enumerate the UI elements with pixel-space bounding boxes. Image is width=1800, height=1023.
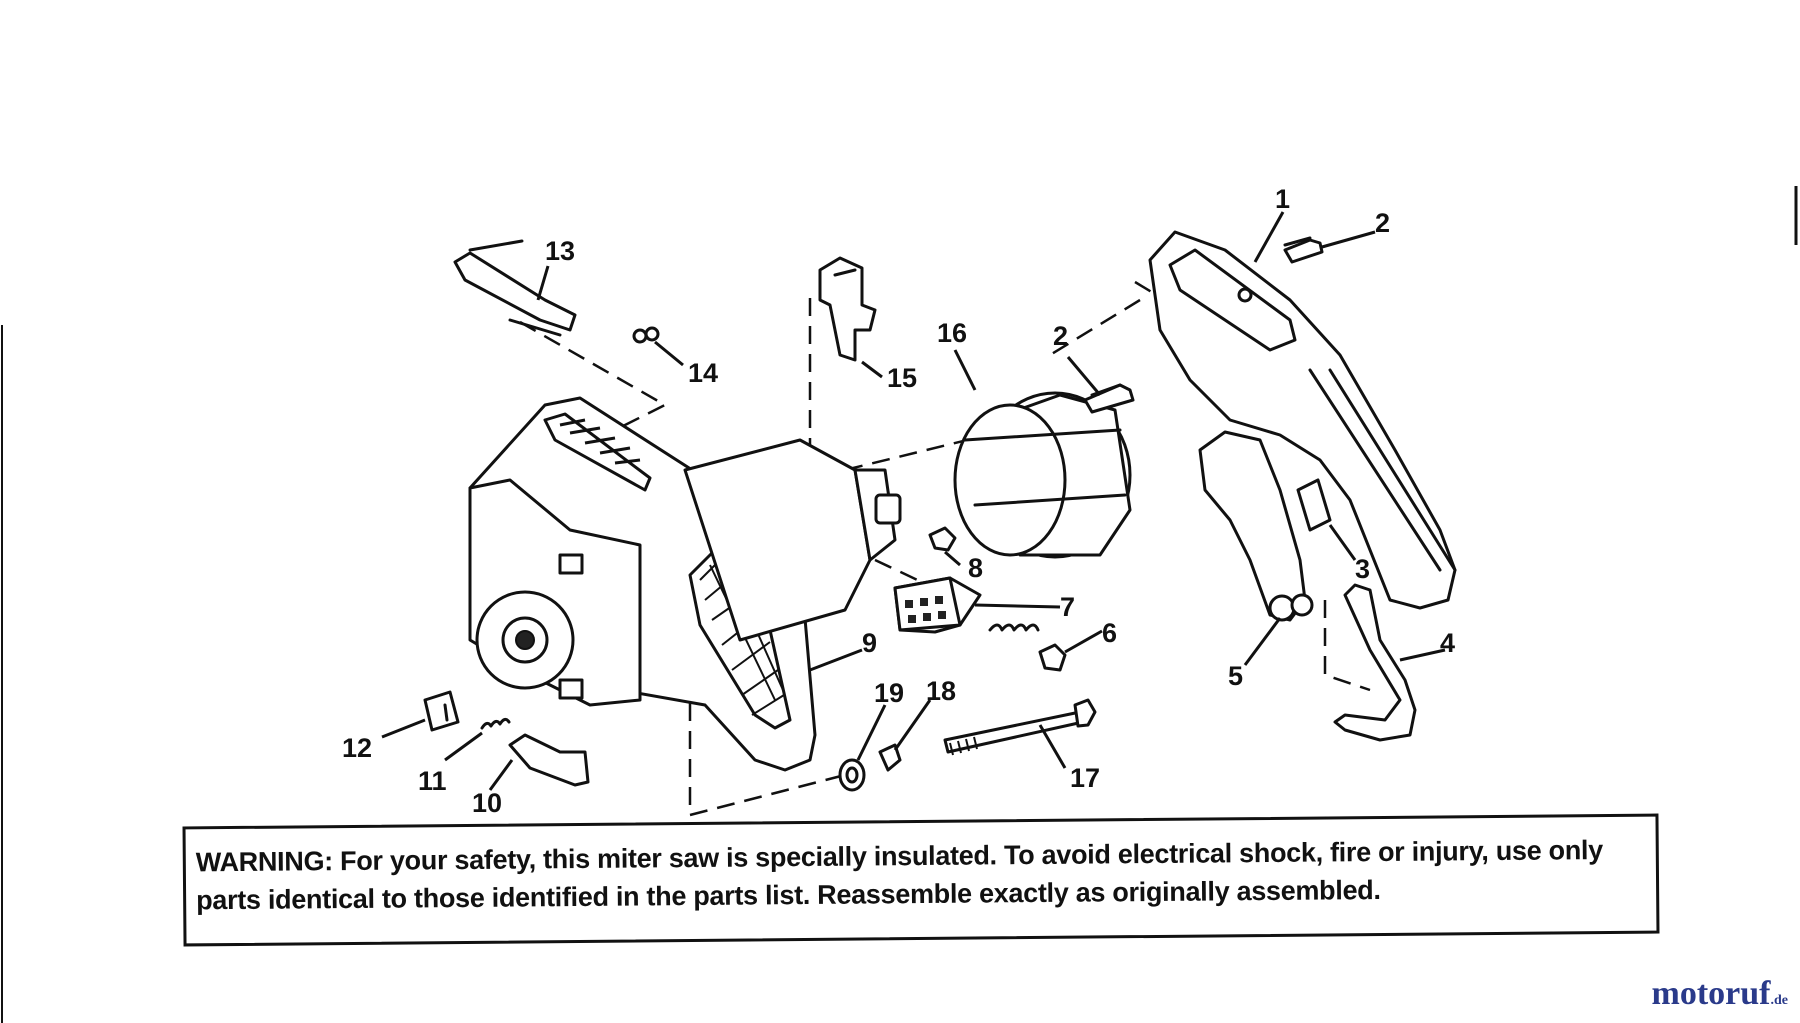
part-12-brush-cap [423,690,460,732]
part-13-pin [453,239,577,337]
label-4: 4 [1440,628,1455,658]
part-5-trigger-plate [1198,430,1314,622]
label-6: 6 [1102,618,1117,648]
warning-box: WARNING: For your safety, this miter saw… [182,813,1660,947]
label-5: 5 [1228,661,1243,691]
part-15-clip [818,256,877,362]
label-13: 13 [545,236,575,266]
part-2-screw-middle [1083,383,1135,414]
label-10: 10 [472,788,502,818]
label-3: 3 [1355,554,1370,584]
label-16: 16 [937,318,967,348]
part-16-end-bell [953,391,1132,559]
label-8: 8 [968,553,983,583]
part-8-nut [928,526,957,552]
part-1-handle [1148,230,1457,610]
watermark-tld: .de [1770,993,1789,1008]
label-18: 18 [926,676,956,706]
label-15: 15 [887,363,917,393]
warning-text: WARNING: For your safety, this miter saw… [195,835,1604,916]
watermark-name-a: moto [1651,975,1726,1012]
label-17: 17 [1070,763,1100,793]
part-14-spring [632,326,660,344]
part-4-trigger [1333,583,1417,742]
part-9-motor-housing [468,396,902,772]
part-10-brush [508,733,590,787]
label-14: 14 [688,358,718,388]
part-2-screw-top [1283,236,1324,264]
watermark-name-b: ruf [1725,975,1771,1012]
part-17-bolt [943,698,1097,756]
part-labels: 1 2 2 16 13 14 15 3 4 5 6 7 8 9 12 11 10… [342,184,1455,818]
label-2-top: 2 [1375,208,1390,238]
part-6-spring [988,623,1067,672]
part-3-block [1296,478,1332,532]
part-19-washer [838,758,866,792]
label-11: 11 [418,766,447,796]
label-2-middle: 2 [1053,321,1068,351]
leader-lines [381,211,1446,791]
part-11-spring [480,717,511,730]
label-9: 9 [862,628,877,658]
label-19: 19 [874,678,904,708]
label-1: 1 [1275,184,1290,214]
label-12: 12 [342,733,372,763]
part-7-switch [893,576,982,634]
site-watermark: motoruf.de [1652,975,1788,1013]
label-7: 7 [1060,592,1075,622]
part-18-lock-washer [878,743,902,772]
